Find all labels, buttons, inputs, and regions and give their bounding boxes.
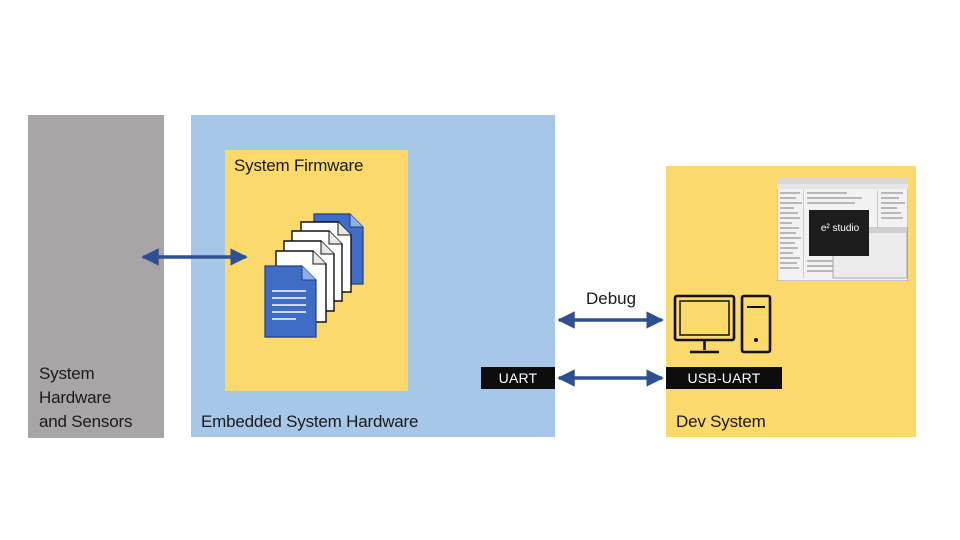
system-hardware-block: System Hardware and Sensors: [28, 115, 164, 438]
uart-port-tag: UART: [481, 367, 555, 389]
ide-splash-title: e² studio: [820, 223, 860, 234]
dev-system-label: Dev System: [676, 412, 766, 431]
embedded-hardware-label: Embedded System Hardware: [201, 412, 419, 431]
usb-uart-port-tag: USB-UART: [666, 367, 782, 389]
system-firmware-block: System Firmware: [225, 150, 408, 391]
ide-screenshot-graphic: [777, 178, 908, 281]
system-hardware-label: System Hardware and Sensors: [39, 364, 133, 431]
firmware-documents-icon: [264, 213, 364, 338]
debug-link-label: Debug: [586, 289, 637, 308]
system-firmware-label: System Firmware: [234, 156, 364, 175]
ide-screenshot: e² studio: [777, 178, 908, 281]
computer-icon: [673, 294, 772, 354]
